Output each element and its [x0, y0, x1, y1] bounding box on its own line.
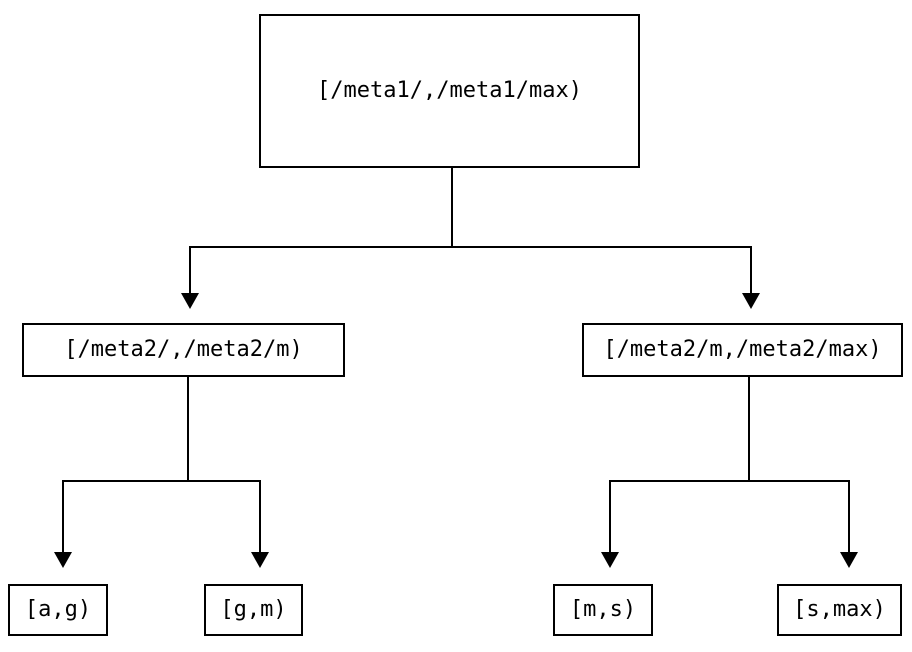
node-label: [g,m) — [220, 597, 287, 622]
node-label: [/meta1/,/meta1/max) — [317, 78, 582, 103]
node-meta2-low-range: [/meta2/,/meta2/m) — [22, 323, 345, 377]
arrowhead-icon — [54, 552, 72, 568]
arrowhead-icon — [840, 552, 858, 568]
arrowhead-icon — [742, 293, 760, 309]
node-label: [m,s) — [569, 597, 637, 622]
node-label: [s,max) — [793, 597, 886, 622]
node-label: [/meta2/m,/meta2/max) — [603, 337, 882, 362]
node-leaf-a-g: [a,g) — [8, 584, 108, 636]
node-label: [a,g) — [24, 597, 92, 622]
arrowhead-icon — [181, 293, 199, 309]
arrowhead-icon — [601, 552, 619, 568]
arrowhead-icon — [251, 552, 269, 568]
edge-lines — [62, 168, 850, 552]
node-leaf-s-max: [s,max) — [777, 584, 902, 636]
node-label: [/meta2/,/meta2/m) — [64, 337, 303, 362]
node-root-range: [/meta1/,/meta1/max) — [259, 14, 640, 168]
node-leaf-g-m: [g,m) — [204, 584, 303, 636]
node-meta2-high-range: [/meta2/m,/meta2/max) — [582, 323, 903, 377]
node-leaf-m-s: [m,s) — [553, 584, 653, 636]
